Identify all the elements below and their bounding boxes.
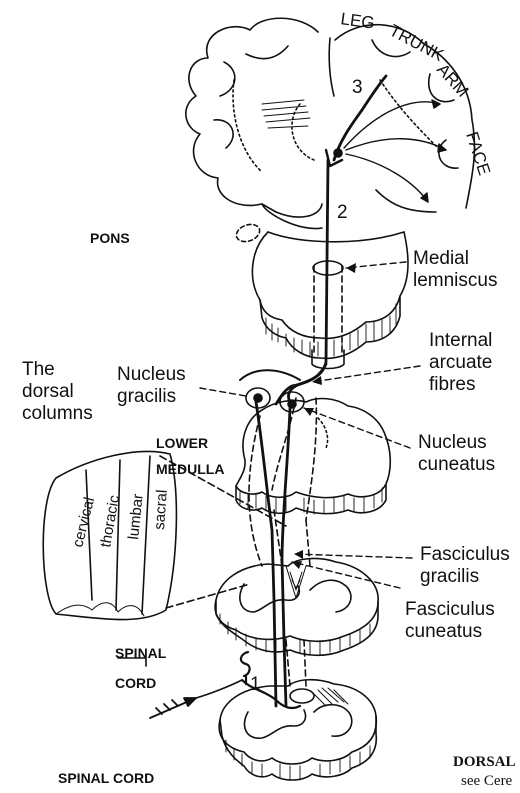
neuron-number-2: 2 [337,202,348,224]
footer-text-fragment: see Cere [461,773,512,790]
label-spinal-cord-arrow: SPINAL CORD [115,638,166,698]
neuron-number-1: 1 [250,674,261,696]
region-face: FACE [462,129,494,177]
segment-thoracic: thoracic [97,494,123,549]
label-lower-medulla: LOWER MEDULLA [156,430,224,482]
segment-lumbar: lumbar [125,493,147,540]
segment-sacral: sacral [151,489,171,530]
region-leg: LEG [339,9,375,33]
neuron-number-3: 3 [352,77,363,99]
label-fasciculus-gracilis: Fasciculus gracilis [420,544,510,588]
label-internal-arcuate-fibres: Internal arcuate fibres [429,330,492,396]
label-medial-lemniscus: Medial lemniscus [413,248,497,292]
label-pons: PONS [90,230,130,246]
label-spinal-cord-bottom: SPINAL CORD [58,770,154,786]
segment-cervical: cervical [69,496,98,549]
label-fasciculus-cuneatus: Fasciculus cuneatus [405,599,495,643]
region-trunk: TRUNK [386,21,447,66]
label-nucleus-cuneatus: Nucleus cuneatus [418,432,495,476]
region-arm: ARM [433,60,472,101]
label-dorsal-columns: The dorsal columns [22,359,93,425]
label-nucleus-gracilis: Nucleus gracilis [117,364,186,408]
footer-heading-fragment: DORSAL [453,754,516,771]
